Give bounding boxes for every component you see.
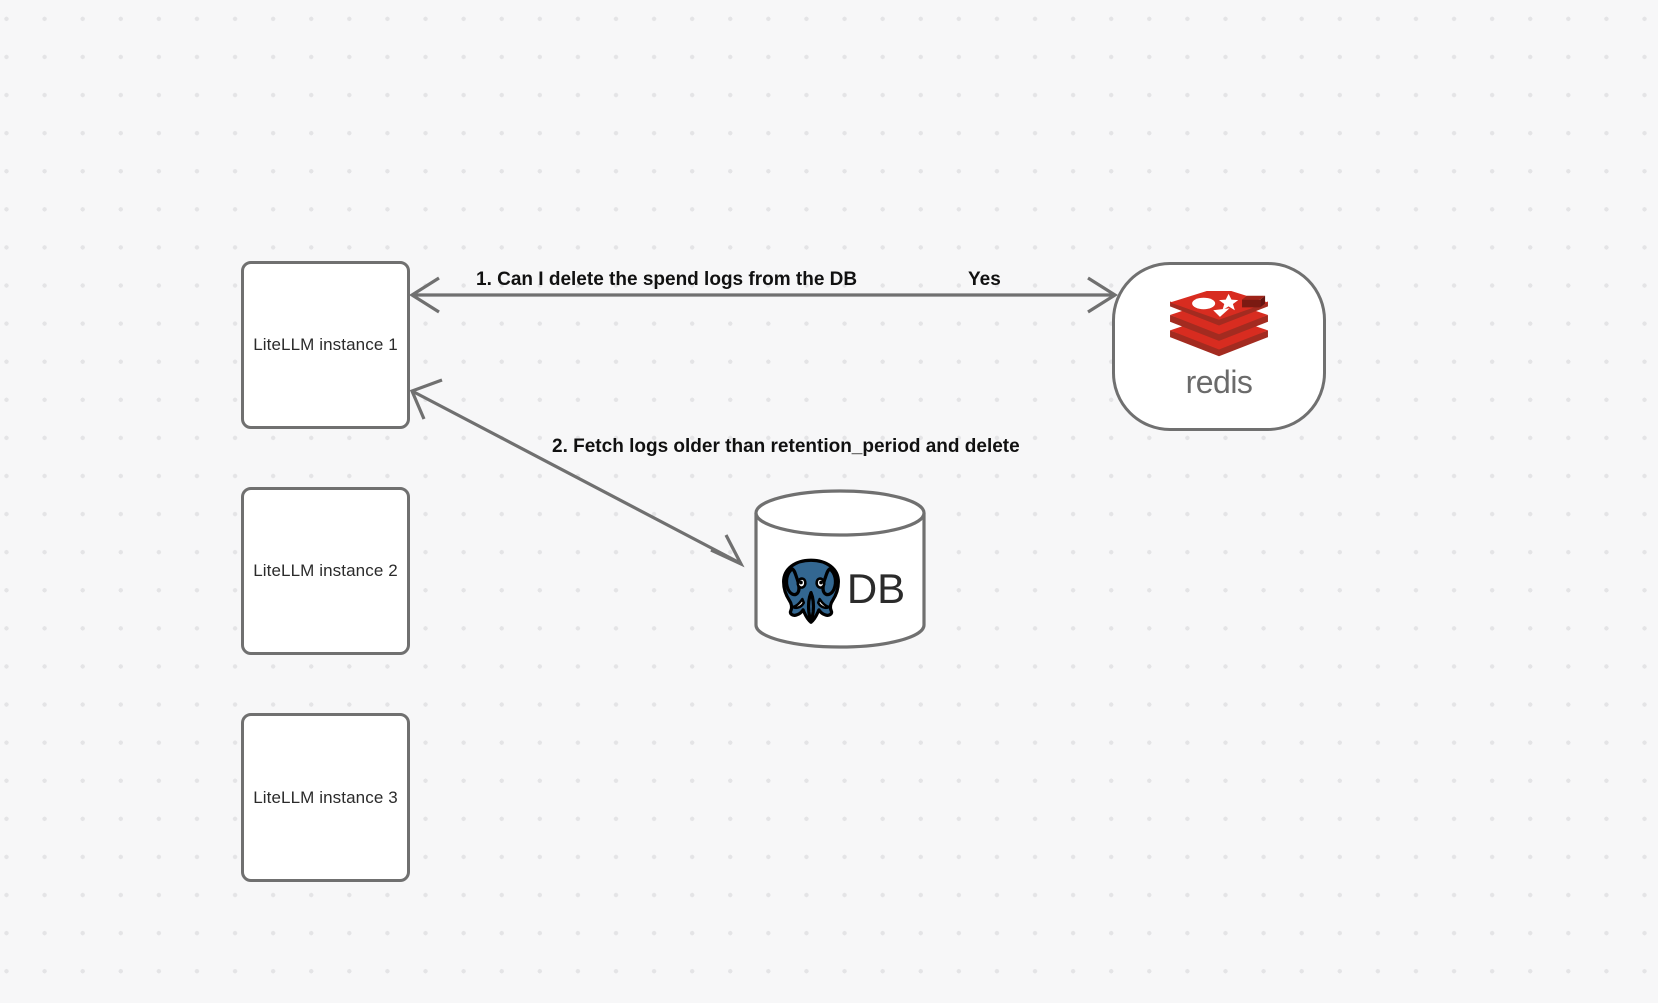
- svg-text:redis: redis: [1186, 364, 1253, 400]
- edge-2-label: 2. Fetch logs older than retention_perio…: [552, 436, 1020, 457]
- node-database[interactable]: DB: [753, 489, 927, 649]
- edge-2-arrowhead-left: [409, 378, 443, 420]
- db-label: DB: [846, 565, 906, 612]
- node-litellm-instance-2[interactable]: LiteLLM instance 2: [241, 487, 410, 655]
- postgresql-elephant-icon: [781, 558, 840, 624]
- edge-1-reply-label: Yes: [968, 269, 1001, 290]
- node-litellm-instance-3[interactable]: LiteLLM instance 3: [241, 713, 410, 882]
- node-litellm-instance-1[interactable]: LiteLLM instance 1: [241, 261, 410, 429]
- node-redis[interactable]: redis: [1112, 262, 1326, 431]
- node-label-litellm-2: LiteLLM instance 2: [253, 561, 398, 580]
- node-label-litellm-1: LiteLLM instance 1: [253, 335, 398, 354]
- redis-wordmark: redis: [1186, 364, 1253, 400]
- edge-1-label: 1. Can I delete the spend logs from the …: [476, 269, 858, 290]
- edge-1-arrowhead-right: [1087, 276, 1119, 314]
- edge-2-arrowhead-right: [710, 534, 745, 568]
- node-label-litellm-3: LiteLLM instance 3: [253, 787, 398, 807]
- edge-2-line: [411, 389, 741, 565]
- db-content: DB: [753, 529, 927, 649]
- redis-stack-icon: [1170, 290, 1268, 356]
- redis-logo: redis: [1155, 290, 1283, 403]
- edge-1-arrowhead-left: [408, 276, 440, 314]
